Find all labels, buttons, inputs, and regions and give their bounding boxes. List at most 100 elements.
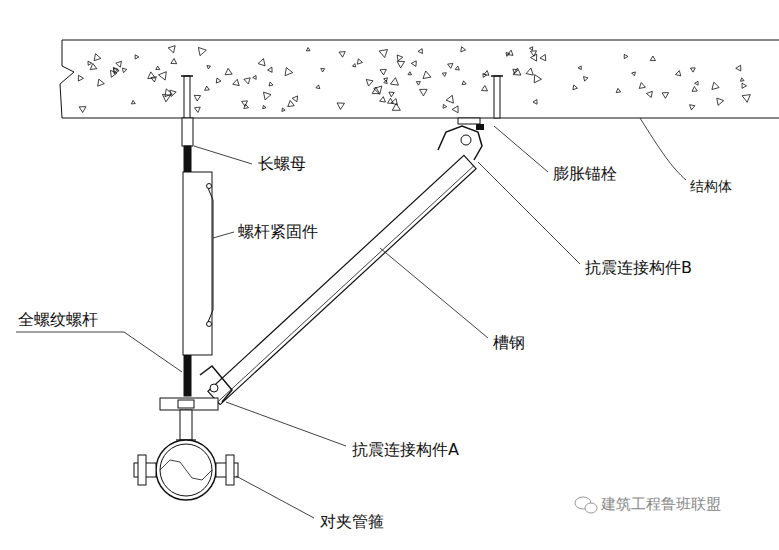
aggregate: [573, 85, 578, 90]
aggregate: [506, 52, 510, 56]
aggregate: [650, 56, 655, 61]
aggregate: [321, 68, 325, 71]
aggregate: [530, 47, 533, 51]
aggregate: [114, 68, 119, 74]
aggregate: [533, 100, 537, 105]
channel-steel: [208, 155, 476, 404]
aggregate: [690, 105, 695, 110]
aggregate: [513, 68, 521, 75]
aggregate: [170, 90, 176, 96]
aggregate: [135, 55, 139, 59]
aggregate: [418, 49, 422, 54]
leader-line: [213, 232, 234, 238]
clamp-bolt: [226, 455, 234, 485]
aggregate: [207, 66, 211, 69]
connector-a: [200, 366, 232, 402]
aggregate: [122, 68, 126, 73]
aggregate: [534, 75, 541, 83]
aggregate: [194, 95, 200, 101]
aggregate: [662, 93, 668, 99]
connector-pin: [210, 384, 218, 392]
aggregate: [624, 54, 628, 58]
aggregate: [79, 107, 86, 113]
aggregate: [455, 66, 459, 70]
aggregate: [483, 73, 487, 77]
aggregate: [380, 97, 386, 102]
aggregate: [420, 89, 428, 96]
aggregate: [742, 83, 747, 88]
aggregate: [244, 78, 250, 84]
aggregate: [148, 72, 155, 79]
aggregate: [171, 59, 177, 64]
aggregate: [742, 95, 750, 103]
aggregate: [384, 80, 387, 83]
connector-pin: [461, 135, 471, 145]
aggregate: [198, 47, 206, 55]
long-nut: [182, 118, 193, 146]
aggregate: [397, 55, 403, 61]
part-label: 全螺纹螺杆: [18, 310, 98, 330]
rod-stiffener: [183, 172, 212, 355]
aggregate: [268, 67, 273, 72]
watermark-icon: [585, 503, 597, 513]
anchor-bolt: [184, 76, 190, 118]
aggregate: [584, 77, 588, 82]
aggregate: [366, 79, 373, 86]
aggregate: [388, 98, 394, 103]
stiffener-clip: [208, 188, 213, 322]
aggregate: [90, 63, 97, 69]
slab-edge: [62, 40, 779, 41]
aggregate: [531, 54, 537, 61]
aggregate: [216, 78, 221, 83]
clamp-plate: [160, 398, 218, 410]
pipe: [160, 444, 212, 496]
connector-b: [438, 126, 482, 160]
aggregate: [578, 66, 581, 70]
aggregate: [288, 101, 295, 107]
aggregate: [264, 92, 272, 100]
aggregate: [285, 68, 293, 76]
anchor-bolt: [494, 76, 500, 118]
aggregate: [397, 61, 405, 68]
pipe-clamp: [156, 440, 216, 500]
aggregate: [632, 72, 636, 76]
clip-screw: [207, 322, 212, 327]
part-label: 抗震连接构件B: [585, 258, 692, 278]
aggregate: [116, 61, 122, 67]
aggregate: [448, 63, 453, 68]
aggregate: [526, 68, 533, 75]
aggregate: [131, 100, 135, 104]
aggregate: [78, 75, 83, 81]
aggregate: [676, 71, 681, 76]
part-label: 长螺母: [258, 154, 306, 174]
leader-line: [494, 126, 548, 172]
channel-lip: [218, 166, 474, 402]
aggregate: [443, 104, 447, 108]
aggregate: [695, 81, 698, 85]
aggregate: [423, 71, 431, 79]
slab-edge: [62, 118, 779, 119]
aggregate: [712, 82, 719, 89]
aggregate: [408, 72, 412, 75]
aggregate: [416, 82, 420, 86]
leader-line: [16, 332, 182, 372]
connector-plate: [458, 118, 480, 124]
aggregate: [292, 96, 297, 102]
aggregate: [482, 86, 488, 91]
aggregate: [162, 94, 170, 101]
aggregate: [380, 69, 386, 75]
aggregate: [357, 59, 362, 64]
aggregate: [98, 79, 105, 86]
leader-line: [236, 476, 314, 518]
aggregate: [233, 79, 239, 85]
aggregate: [616, 88, 620, 92]
part-label: 结构体: [690, 176, 732, 196]
aggregate: [530, 51, 536, 57]
clamp-bolt: [138, 455, 146, 485]
aggregate: [392, 103, 400, 110]
aggregate: [168, 46, 175, 53]
aggregate: [379, 49, 387, 57]
aggregate: [740, 78, 744, 81]
aggregate: [205, 86, 210, 90]
aggregate: [195, 107, 201, 112]
